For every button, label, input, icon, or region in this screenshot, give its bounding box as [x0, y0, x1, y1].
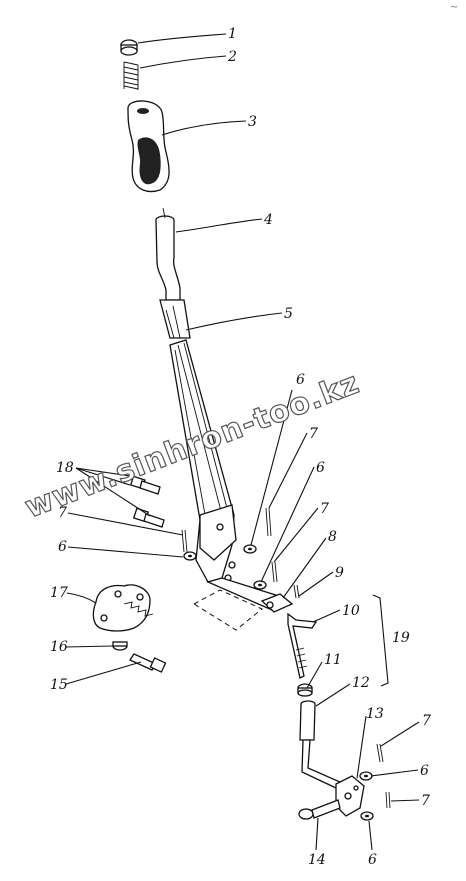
bolt-15-part [129, 653, 167, 673]
callout-6-d: 6 [368, 852, 377, 868]
callout-17: 17 [50, 585, 68, 601]
locknut-11-part [297, 683, 313, 697]
callout-7-c: 7 [422, 713, 431, 729]
sleeve-12-part [299, 700, 316, 741]
bolt-upper-part [129, 475, 161, 495]
callout-16: 16 [50, 639, 68, 655]
clevis-part [260, 593, 294, 613]
callout-8: 8 [328, 529, 337, 545]
quadrant-plate-part [92, 584, 154, 632]
callout-15: 15 [50, 677, 68, 693]
lever-upper-rod-part [155, 207, 181, 301]
washer-mid-right-part [253, 580, 267, 590]
callout-6-c: 6 [420, 763, 429, 779]
corner-mark: ~ [450, 2, 458, 13]
washer-lower-lower-part [360, 811, 374, 821]
cotter-pin-mid-right-part [271, 561, 278, 583]
callout-6-b: 6 [316, 460, 325, 476]
spring-part [123, 61, 139, 90]
callout-4: 4 [263, 212, 273, 228]
callout-10: 10 [342, 603, 360, 619]
dashed-outline [193, 589, 263, 631]
callout-1: 1 [228, 26, 237, 42]
callout-14: 14 [308, 852, 326, 868]
washer-upper-right-part [243, 544, 257, 554]
callout-7-b: 7 [320, 501, 329, 517]
washer-left-part [183, 551, 197, 561]
bolt-14-part [298, 799, 341, 820]
callout-7-a: 7 [309, 426, 318, 442]
cotter-pin-9-part [293, 584, 300, 599]
washer-lower-upper-part [359, 771, 373, 781]
callout-13: 13 [366, 706, 384, 722]
lever-flat-bar-part [159, 299, 191, 339]
cotter-pin-upper-right-part [265, 507, 272, 537]
cotter-pin-left-part [181, 529, 188, 553]
cap-nut-part [120, 39, 138, 56]
callout-11: 11 [324, 652, 342, 668]
lower-rod-part [301, 739, 341, 789]
lever-channel-part [169, 339, 284, 611]
callout-6-a: 6 [296, 372, 305, 388]
callout-18: 18 [56, 460, 74, 476]
callout-9: 9 [335, 565, 344, 581]
callout-19: 19 [392, 630, 410, 646]
cotter-pin-lower-upper-part [376, 743, 384, 763]
clamp-block-13-part [335, 775, 365, 817]
cotter-pin-lower-lower-part [385, 791, 391, 809]
nut-16-part [112, 641, 128, 651]
callout-7-d: 7 [421, 793, 430, 809]
callout-12: 12 [352, 675, 370, 691]
callout-5: 5 [284, 306, 293, 322]
bolt-lower-part [132, 507, 165, 528]
callout-3: 3 [248, 114, 257, 130]
leader-lines [65, 33, 420, 851]
callout-6-e: 6 [58, 539, 67, 555]
grip-handle-part [127, 100, 170, 193]
bent-rod-part [287, 612, 318, 679]
callout-2: 2 [227, 49, 237, 65]
callout-7-e: 7 [58, 505, 67, 521]
callout-labels: 1 2 3 4 5 6 7 6 7 8 9 10 11 12 13 7 6 7 … [50, 26, 431, 868]
